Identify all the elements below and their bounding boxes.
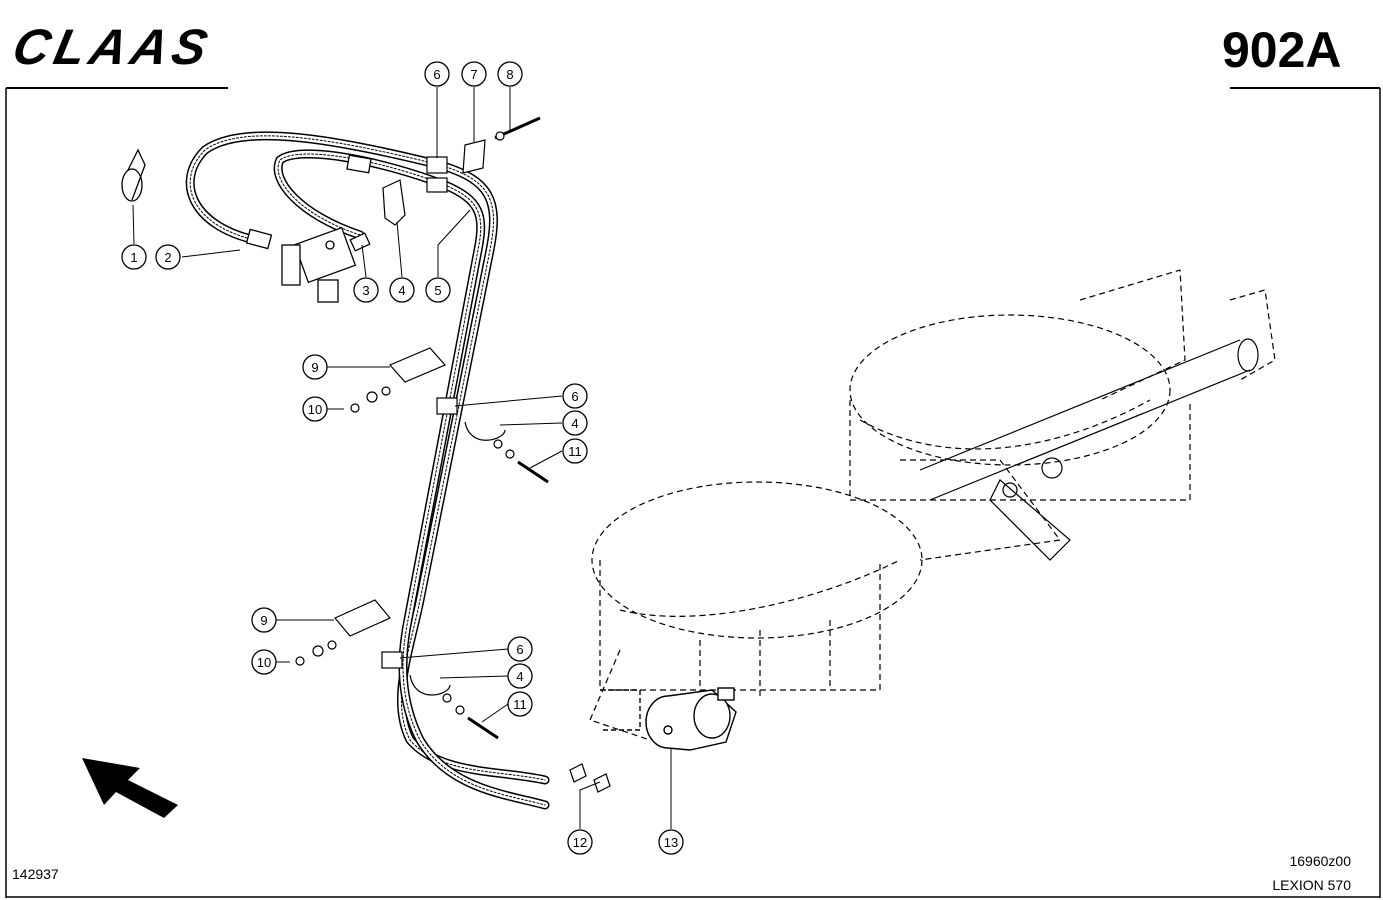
callout-number: 6 — [516, 642, 523, 657]
callout-number: 3 — [362, 283, 369, 298]
callout-circle — [424, 61, 450, 87]
callout-number: 9 — [311, 360, 318, 375]
callout-3: 3 — [353, 277, 379, 303]
callout-number: 4 — [571, 416, 578, 431]
callout-11: 11 — [507, 691, 533, 717]
callout-circle — [251, 607, 277, 633]
model-name: LEXION 570 — [1272, 877, 1351, 893]
callout-circle — [567, 829, 593, 855]
callout-number: 8 — [506, 67, 513, 82]
callout-6: 6 — [507, 636, 533, 662]
callout-number: 9 — [260, 613, 267, 628]
callout-circle — [251, 649, 277, 675]
direction-arrow — [82, 758, 178, 818]
callout-9: 9 — [302, 354, 328, 380]
cable-tie — [121, 148, 146, 202]
callout-1: 1 — [121, 244, 147, 270]
callout-10: 10 — [251, 649, 277, 675]
callout-4: 4 — [562, 410, 588, 436]
frame — [5, 87, 1381, 898]
callout-number: 12 — [573, 835, 587, 850]
callout-circle — [507, 663, 533, 689]
callout-circle — [658, 829, 684, 855]
callout-circle — [302, 396, 328, 422]
callout-circle — [497, 61, 523, 87]
leader-lines — [132, 87, 672, 829]
callout-number: 11 — [568, 444, 582, 459]
callout-circle — [302, 354, 328, 380]
callout-13: 13 — [658, 829, 684, 855]
callout-number: 6 — [433, 67, 440, 82]
callout-circle — [121, 244, 147, 270]
callout-circle — [353, 277, 379, 303]
callout-number: 10 — [257, 655, 271, 670]
callout-9: 9 — [251, 607, 277, 633]
hydraulic-motor — [600, 687, 737, 751]
callout-circle — [507, 691, 533, 717]
clamps-and-fasteners — [295, 116, 611, 793]
drawing-number: 142937 — [12, 866, 59, 882]
callout-circle — [507, 636, 533, 662]
callout-2: 2 — [155, 244, 181, 270]
callout-4: 4 — [389, 277, 415, 303]
callout-4: 4 — [507, 663, 533, 689]
figure-code: 16960z00 — [1289, 853, 1351, 869]
callout-number: 4 — [398, 283, 405, 298]
callout-number: 1 — [130, 250, 137, 265]
callout-circle — [389, 277, 415, 303]
callout-circle — [562, 438, 588, 464]
callout-circle — [562, 383, 588, 409]
callout-circle — [425, 277, 451, 303]
brand-logo: CLAAS — [8, 19, 218, 75]
callout-circle — [155, 244, 181, 270]
auger-shaft — [919, 338, 1259, 561]
callout-number: 10 — [308, 402, 322, 417]
callout-11: 11 — [562, 438, 588, 464]
callout-number: 6 — [571, 389, 578, 404]
callout-number: 7 — [470, 67, 477, 82]
hydraulic-hoses — [185, 131, 550, 810]
valve-block — [245, 154, 372, 303]
callout-number: 5 — [434, 283, 441, 298]
callout-6: 6 — [562, 383, 588, 409]
callout-7: 7 — [461, 61, 487, 87]
callout-10: 10 — [302, 396, 328, 422]
callout-number: 4 — [516, 669, 523, 684]
callout-circle — [562, 410, 588, 436]
page-number: 902A — [1222, 22, 1342, 78]
callout-6: 6 — [424, 61, 450, 87]
callout-8: 8 — [497, 61, 523, 87]
callout-number: 11 — [513, 697, 527, 712]
callout-5: 5 — [425, 277, 451, 303]
callout-circle — [461, 61, 487, 87]
callout-number: 13 — [664, 835, 678, 850]
callout-number: 2 — [164, 250, 171, 265]
auger-housing — [589, 269, 1276, 741]
callout-12: 12 — [567, 829, 593, 855]
